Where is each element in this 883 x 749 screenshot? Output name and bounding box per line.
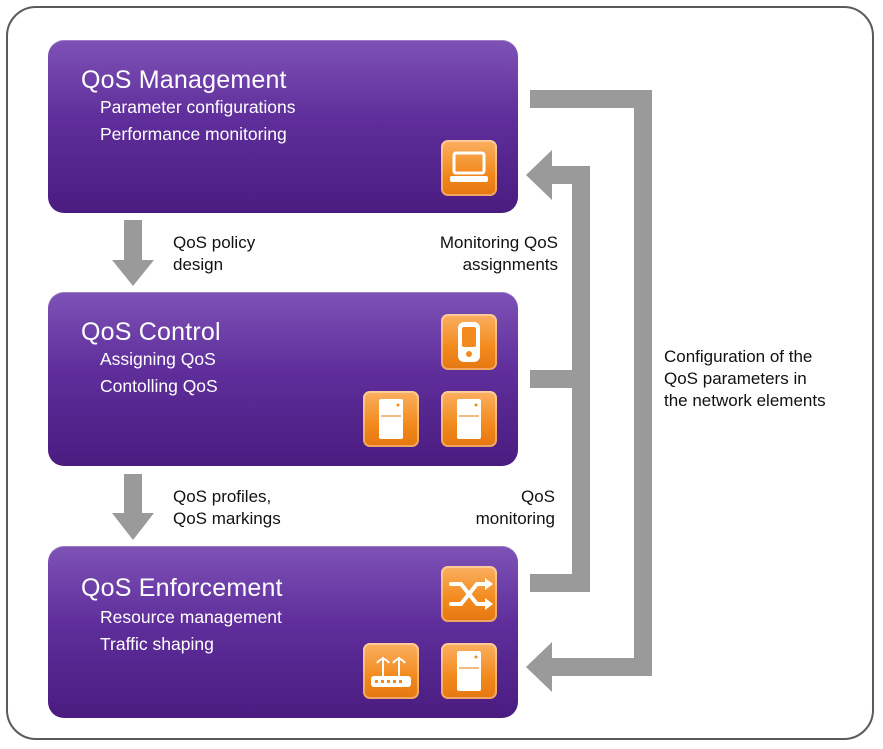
laptop-icon: [441, 140, 497, 196]
label-profiles-markings: QoS profiles, QoS markings: [173, 487, 281, 528]
label-configuration: Configuration of the QoS parameters in t…: [664, 347, 826, 410]
monitoring-loop: [526, 150, 590, 592]
qos-control-box: QoS Control Assigning QoS Contolling QoS: [48, 292, 518, 466]
server-icon: [441, 391, 497, 447]
box-line: Contolling QoS: [100, 376, 218, 396]
qos-enforcement-box: QoS Enforcement Resource management Traf…: [48, 546, 518, 718]
box-line: Performance monitoring: [100, 124, 287, 144]
down-arrow-policy: [112, 220, 154, 286]
router-icon: [363, 643, 419, 699]
box-line: Assigning QoS: [100, 349, 216, 369]
switch-icon: [441, 566, 497, 622]
label-qos-monitoring: QoS monitoring: [475, 487, 555, 528]
server-icon: [363, 391, 419, 447]
server-icon: [441, 643, 497, 699]
box-title: QoS Management: [81, 66, 287, 94]
box-line: Parameter configurations: [100, 97, 296, 117]
down-arrow-profiles: [112, 474, 154, 540]
configuration-loop: [526, 90, 652, 692]
label-monitoring-assignments: Monitoring QoS assignments: [439, 233, 558, 274]
mobile-phone-icon: [441, 314, 497, 370]
label-policy-design: QoS policy design: [173, 233, 256, 274]
box-line: Resource management: [100, 607, 282, 627]
qos-management-box: QoS Management Parameter configurations …: [48, 40, 518, 213]
box-title: QoS Control: [81, 318, 221, 346]
box-line: Traffic shaping: [100, 634, 214, 654]
box-title: QoS Enforcement: [81, 574, 283, 602]
